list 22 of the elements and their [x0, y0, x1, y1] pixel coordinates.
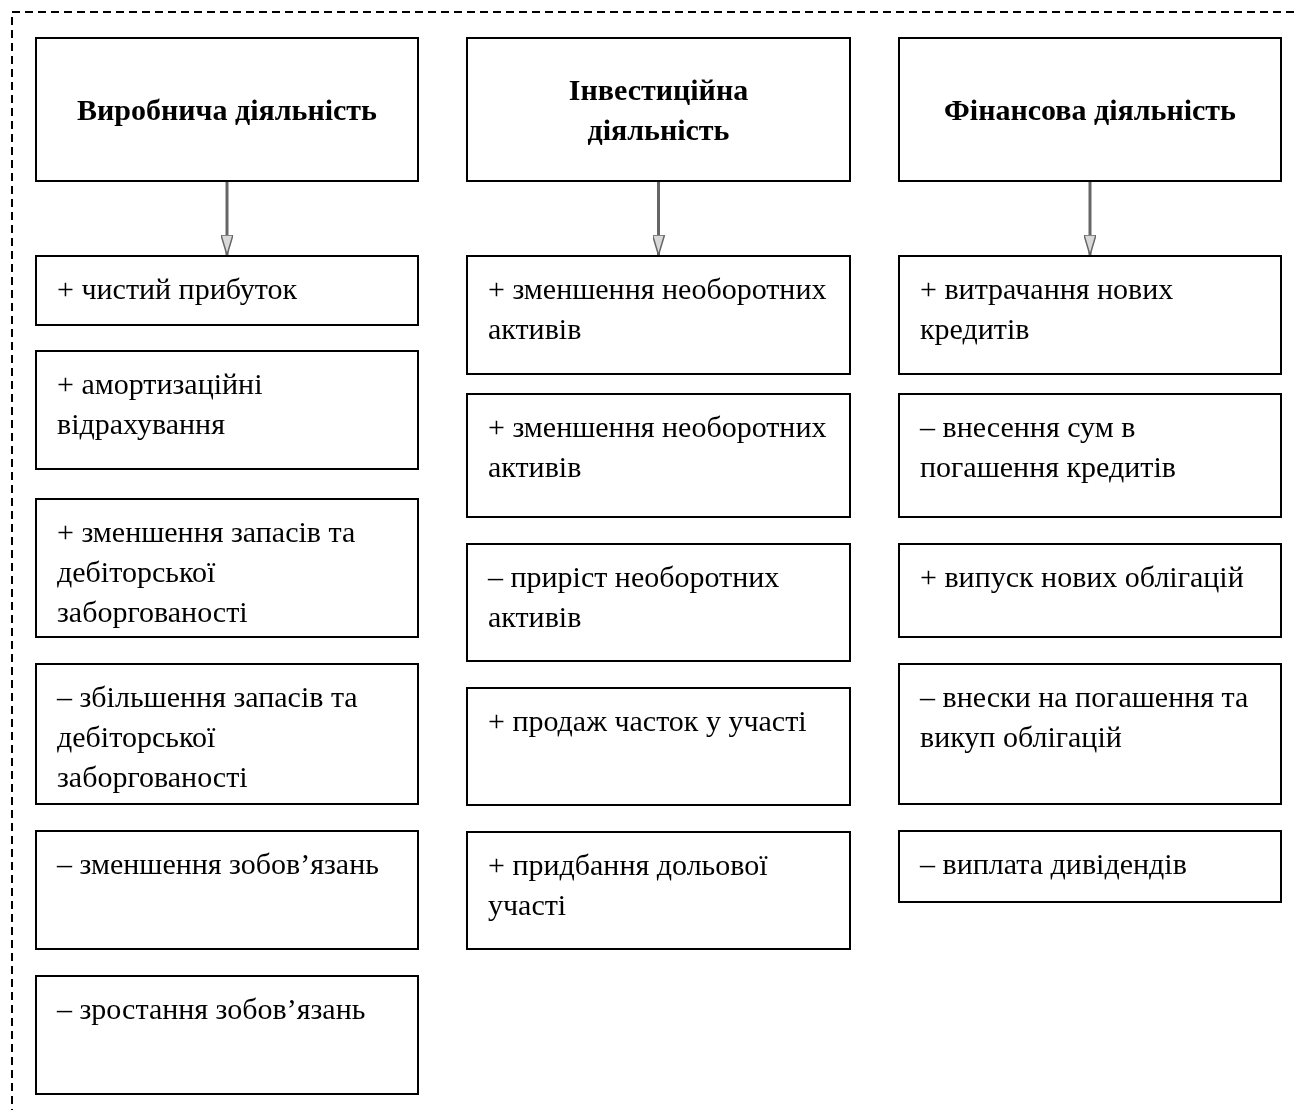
cash-flow-item: + зменшення необоротних активів [466, 255, 851, 375]
cash-flow-item: – внесення сум в погашення кредитів [898, 393, 1282, 518]
cash-flow-item: + продаж часток у участі [466, 687, 851, 806]
cash-flow-item: + випуск нових облігацій [898, 543, 1282, 638]
cash-flow-item: – приріст необоротних активів [466, 543, 851, 662]
activity-heading: Виробнича діяльність [35, 37, 419, 182]
cash-flow-item: + амортизаційні відрахування [35, 350, 419, 470]
cash-flow-item: + чистий прибуток [35, 255, 419, 326]
cash-flow-item: – зростання зобов’язань [35, 975, 419, 1095]
activity-heading: Фінансова діяльність [898, 37, 1282, 182]
activity-heading: Інвестиційна діяльність [466, 37, 851, 182]
cash-flow-item: – зменшення зобов’язань [35, 830, 419, 950]
cash-flow-item: + зменшення необоротних активів [466, 393, 851, 518]
cash-flow-item: + зменшення запасів та дебіторської заборгованості [35, 498, 419, 638]
cash-flow-item: – внески на погашення та викуп облігацій [898, 663, 1282, 805]
cash-flow-item: + придбання дольової участі [466, 831, 851, 950]
arrow [1083, 182, 1097, 256]
cash-flow-item: – збільшення запасів та дебіторської заборгованості [35, 663, 419, 805]
cash-flow-item: – виплата дивідендів [898, 830, 1282, 903]
cash-flow-item: + витрачання нових кредитів [898, 255, 1282, 375]
arrow [220, 182, 234, 256]
arrow [651, 182, 666, 256]
